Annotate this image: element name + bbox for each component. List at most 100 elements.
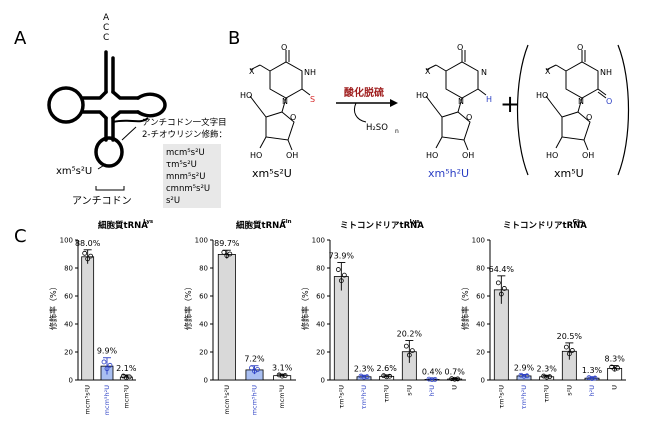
right-paren (617, 44, 630, 176)
bar (333, 276, 349, 381)
y-tick-label: 40 (476, 321, 485, 329)
atom-label: X (545, 67, 551, 76)
panel-a-letter: A (14, 28, 27, 49)
y-tick-label: 20 (199, 349, 208, 357)
y-tick-label: 100 (195, 237, 208, 245)
y-tick-label: 20 (316, 349, 325, 357)
data-point (566, 351, 572, 357)
data-point (455, 376, 461, 382)
atom-label: S (310, 95, 315, 104)
y-tick-label: 0 (321, 377, 325, 385)
atom-label: OH (462, 151, 474, 160)
data-point (104, 366, 110, 372)
data-point (498, 291, 504, 297)
wobble-base-label: xm⁵s²U (56, 166, 92, 177)
structure-product-2: X NH N O O O HO HO OH (536, 43, 612, 160)
data-label: 88.0% (75, 239, 101, 248)
mod-list-item: s²U (166, 196, 180, 206)
data-label: 64.4% (489, 265, 515, 274)
chart-title: 細胞質tRNA (236, 220, 286, 231)
data-label: 2.1% (116, 364, 137, 373)
atom-label: O (457, 43, 463, 52)
data-label: 0.4% (422, 368, 443, 377)
x-tick-label: mcm⁵h²U (103, 385, 111, 416)
data-point (82, 250, 88, 256)
y-tick-label: 40 (316, 321, 325, 329)
data-label: 0.7% (445, 367, 466, 376)
y-tick-label: 100 (60, 237, 73, 245)
data-label: 20.5% (557, 332, 583, 341)
x-tick-label: τm⁵h²U (360, 385, 368, 410)
x-tick-label: τm⁵U (543, 385, 551, 403)
data-point (126, 374, 132, 380)
side-label-line2: 2-チオウリジン修飾： (142, 129, 227, 140)
substrate-label: xm⁵s²U (252, 167, 292, 180)
data-point (335, 267, 341, 272)
atom-label: O (606, 97, 612, 106)
mod-list-item: mnm⁵s²U (166, 172, 205, 182)
atom-label: NH (304, 68, 316, 77)
wobble-pointer (97, 163, 107, 170)
data-point (521, 373, 527, 379)
data-label: 2.3% (354, 364, 375, 373)
y-tick-label: 20 (476, 349, 485, 357)
atom-label: H (486, 95, 492, 104)
data-point (495, 280, 501, 286)
y-tick-label: 40 (64, 321, 73, 329)
y-tick-label: 100 (312, 237, 325, 245)
y-tick-label: 80 (199, 265, 208, 273)
y-tick-label: 0 (481, 377, 485, 385)
data-label: 2.6% (377, 364, 398, 373)
atom-label: X (425, 67, 431, 76)
data-label: 2.3% (537, 364, 558, 373)
data-point (547, 374, 553, 380)
chart-title: ミトコンドリアtRNA (503, 221, 587, 231)
x-tick-label: mcm⁵h²U (251, 385, 259, 416)
reaction-arrow (336, 99, 398, 123)
data-point (249, 365, 254, 371)
anticodon-label: アンチコドン (72, 195, 132, 207)
atom-label: O (281, 43, 287, 52)
data-label: 3.1% (272, 363, 293, 372)
acceptor-letter: C (103, 33, 109, 43)
data-label: 8.3% (605, 355, 626, 364)
atom-label: O (290, 113, 296, 122)
chart-title: 細胞質tRNA (98, 220, 148, 231)
x-tick-label: mcm⁵s²U (223, 385, 231, 415)
data-point (123, 375, 129, 381)
x-tick-label: τm⁵s²U (497, 385, 505, 409)
data-point (221, 249, 227, 255)
data-point (518, 372, 524, 378)
data-point (609, 364, 615, 370)
atom-label: O (586, 113, 592, 122)
data-point (381, 373, 387, 379)
y-tick-label: 60 (316, 293, 325, 301)
mod-list-item: cmnm⁵s²U (166, 184, 210, 194)
atom-label: HO (536, 91, 548, 100)
acceptor-letter: A (103, 13, 110, 23)
atom-label: N (282, 97, 288, 106)
x-tick-label: U (611, 385, 619, 390)
mod-list-box (163, 144, 221, 208)
data-point (449, 376, 455, 382)
side-label-line1: アンチコドン一文字目 (142, 117, 227, 128)
data-point (101, 359, 107, 365)
structure-product-1: X N N H O O HO HO OH (416, 43, 492, 160)
atom-label: O (577, 43, 583, 52)
y-tick-label: 80 (64, 265, 73, 273)
side-label-pointer (121, 126, 137, 141)
bar (81, 256, 95, 381)
y-axis-label: 修飾率（%） (48, 282, 58, 330)
data-point (524, 373, 530, 379)
data-point (88, 253, 94, 259)
data-point (615, 365, 621, 371)
y-tick-label: 60 (476, 293, 485, 301)
y-tick-label: 80 (476, 265, 485, 273)
y-tick-label: 60 (199, 293, 208, 301)
y-tick-label: 0 (69, 377, 73, 385)
chart-3: ミトコンドリアtRNALys修飾率（%）02040608010073.9%τm⁵… (300, 219, 466, 409)
x-tick-label: τm⁵h²U (520, 385, 528, 410)
atom-label: HO (546, 151, 558, 160)
